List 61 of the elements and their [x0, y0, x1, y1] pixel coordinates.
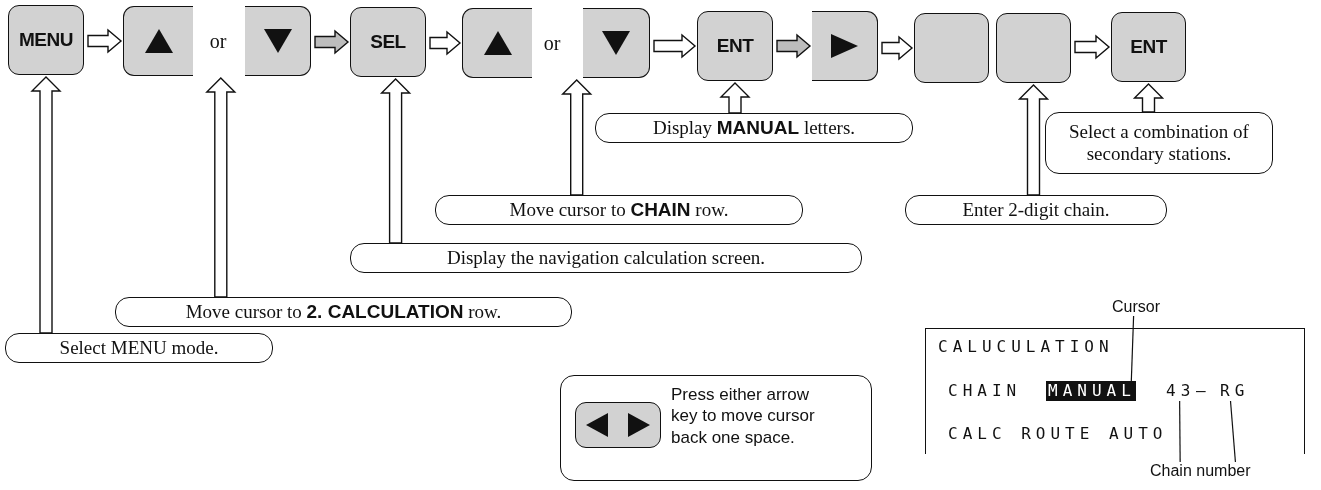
hollow-arrow — [719, 82, 751, 114]
key — [575, 402, 661, 448]
note-box — [560, 375, 872, 481]
key — [697, 11, 773, 81]
screen-text: CALC ROUTE AUTO — [948, 424, 1168, 444]
key — [350, 7, 426, 77]
leader-line — [1179, 400, 1181, 463]
annotation-label: Chain number — [1150, 462, 1251, 479]
screen-text: 43 — [1164, 381, 1196, 401]
key — [462, 8, 532, 78]
key — [245, 6, 311, 76]
key-label: ENT — [1130, 36, 1167, 58]
or-text: or — [543, 31, 561, 55]
hollow-arrow — [653, 33, 697, 59]
key — [8, 5, 84, 75]
hollow-arrow — [881, 35, 914, 61]
hollow-arrow — [205, 77, 237, 298]
highlighted-screen-text: MANUAL — [1046, 381, 1136, 401]
callout-text: Display the navigation calculation screen. — [446, 247, 766, 269]
key — [914, 13, 989, 83]
annotation-label: Cursor — [1112, 298, 1160, 315]
callout-bubble — [5, 333, 273, 363]
key — [812, 11, 878, 81]
key — [583, 8, 650, 78]
callout-text: Select MENU mode. — [59, 337, 219, 359]
key-label: SEL — [370, 31, 406, 53]
leader-line — [1229, 400, 1237, 463]
hollow-arrow — [379, 78, 412, 244]
key-label: MENU — [19, 29, 73, 51]
callout-bubble — [435, 195, 803, 225]
screen-text: CALUCULATION — [938, 337, 1114, 357]
key — [1111, 12, 1186, 82]
hollow-arrow — [1017, 84, 1050, 196]
hollow-arrow — [776, 33, 812, 59]
key-label: ENT — [716, 35, 754, 57]
display-screen — [925, 328, 1305, 454]
callout-bubble — [115, 297, 572, 327]
note-text: Press either arrow key to move cursor back one space. — [671, 384, 816, 448]
callout-text: Move cursor to 2. CALCULATION row. — [185, 301, 502, 323]
screen-text: — — [1196, 381, 1211, 401]
hollow-arrow — [314, 29, 350, 55]
leader-line — [1130, 315, 1135, 382]
callout-text: Move cursor to CHAIN row. — [509, 199, 729, 221]
callout-bubble — [350, 243, 862, 273]
hollow-arrow — [87, 28, 123, 54]
callout-text: Display MANUAL letters. — [652, 117, 856, 139]
callout-bubble — [1045, 112, 1273, 174]
key — [996, 13, 1071, 83]
hollow-arrow — [1074, 34, 1111, 60]
screen-text: CHAIN — [948, 381, 1022, 401]
hollow-arrow — [429, 30, 462, 56]
screen-text: RG — [1218, 381, 1250, 401]
hollow-arrow — [30, 76, 62, 334]
key — [123, 6, 193, 76]
callout-text: Select a combination of secondary stations. — [1068, 121, 1250, 165]
hollow-arrow — [1132, 83, 1165, 113]
hollow-arrow — [561, 79, 593, 196]
callout-text: Enter 2-digit chain. — [962, 199, 1110, 221]
or-text: or — [209, 29, 227, 53]
callout-bubble — [595, 113, 913, 143]
callout-bubble — [905, 195, 1167, 225]
